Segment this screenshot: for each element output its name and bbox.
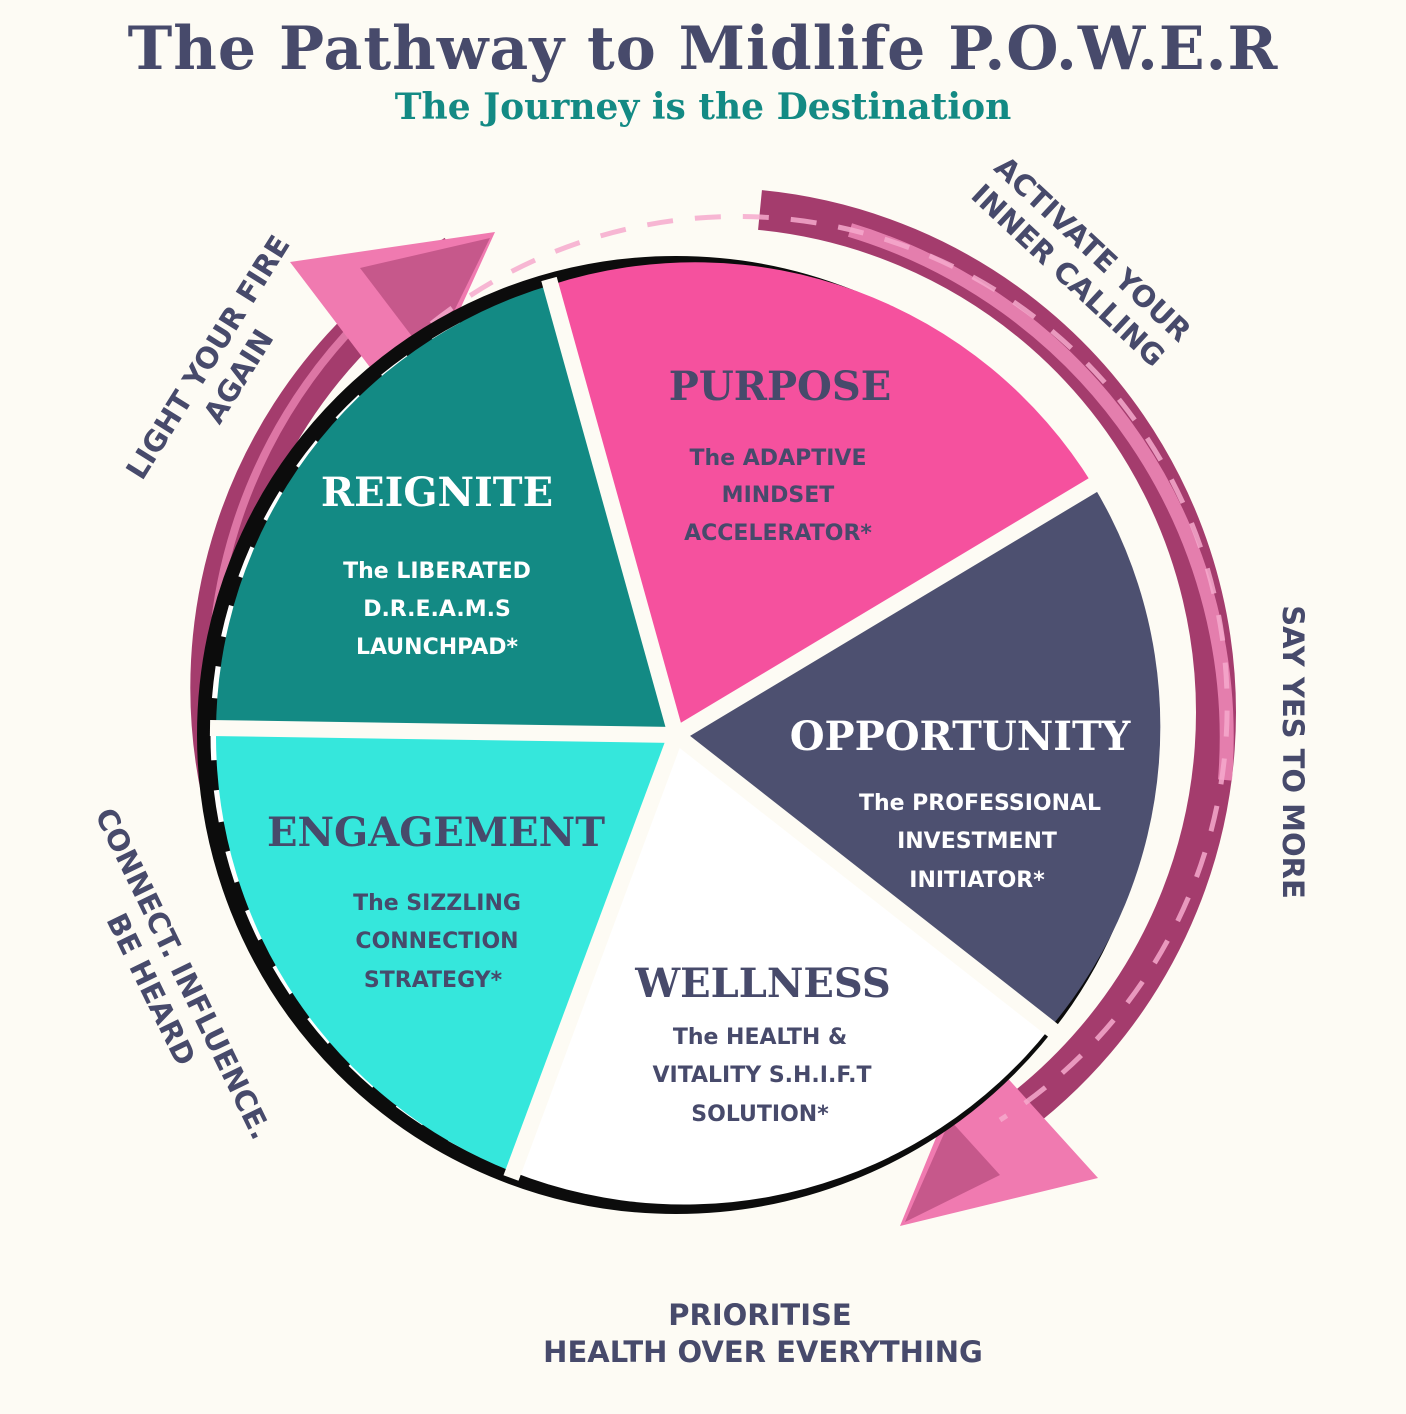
reignite-desc-line-2: D.R.E.A.M.S (363, 597, 511, 622)
divider-line (671, 728, 1060, 1039)
segment-wellness[interactable] (513, 735, 1050, 1205)
engagement-desc-line-3: STRATEGY* (364, 968, 503, 993)
page-subtitle: The Journey is the Destination (394, 86, 1012, 128)
segment-engagement[interactable] (215, 735, 676, 1172)
purpose-desc-line-2: MINDSET (722, 483, 835, 508)
divider-line (209, 720, 677, 743)
label-prioritise-line-2: HEALTH OVER EVERYTHING (543, 1335, 983, 1369)
label-prioritise-line-1: PRIORITISE (668, 1298, 851, 1332)
engagement-title: ENGAGEMENT (267, 809, 605, 856)
opportunity-desc-line-3: INITIATOR* (909, 868, 1045, 893)
divider-line (503, 732, 684, 1181)
reignite-title: REIGNITE (321, 469, 553, 516)
divider-line (671, 475, 1103, 742)
wellness-desc-line-2: VITALITY S.H.I.F.T (652, 1063, 871, 1088)
wellness-desc-line-1: The HEALTH & (673, 1025, 847, 1050)
opportunity-desc-line-1: The PROFESSIONAL (859, 791, 1101, 816)
purpose-desc-line-3: ACCELERATOR* (684, 521, 872, 546)
segment-texts: PURPOSE The ADAPTIVE MINDSET ACCELERATOR… (267, 363, 1131, 1127)
arrow-left-head-shadow (360, 238, 490, 360)
purpose-title: PURPOSE (669, 363, 892, 410)
wellness-title: WELLNESS (634, 960, 891, 1007)
reignite-desc-line-3: LAUNCHPAD* (356, 635, 519, 660)
opportunity-title: OPPORTUNITY (790, 713, 1131, 760)
divider-line (541, 276, 684, 738)
engagement-desc-line-1: The SIZZLING (353, 891, 521, 916)
segment-reignite[interactable] (215, 285, 676, 735)
arrow-right-head-shadow (905, 1120, 1000, 1222)
purpose-desc-line-1: The ADAPTIVE (690, 446, 867, 471)
engagement-desc-line-2: CONNECTION (355, 929, 518, 954)
wellness-desc-line-3: SOLUTION* (691, 1102, 829, 1127)
wheel-segments (215, 262, 1161, 1205)
segment-dividers (209, 276, 1103, 1181)
label-say-yes: SAY YES TO MORE (1276, 605, 1310, 899)
segment-purpose[interactable] (551, 262, 1093, 735)
opportunity-desc-line-2: INVESTMENT (897, 829, 1057, 854)
page-title: The Pathway to Midlife P.O.W.E.R (127, 14, 1279, 84)
arrow-right-highlight (847, 223, 1234, 781)
segment-opportunity[interactable] (676, 485, 1161, 1028)
reignite-desc-line-1: The LIBERATED (343, 559, 531, 584)
